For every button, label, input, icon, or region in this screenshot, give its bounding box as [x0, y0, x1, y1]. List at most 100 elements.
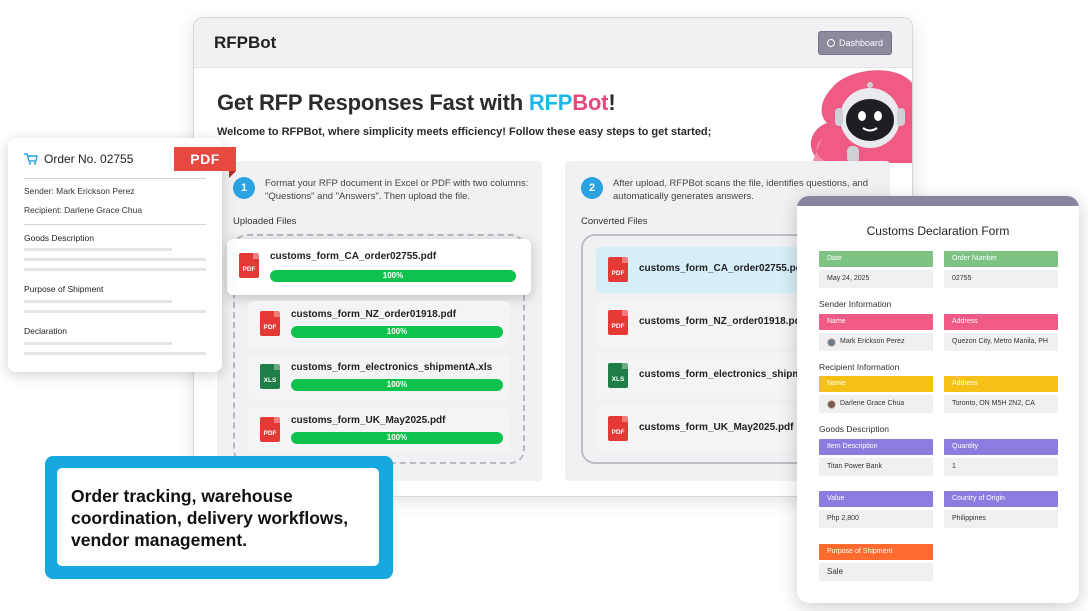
pdf-tag: PDF — [174, 147, 236, 178]
uploaded-files-label: Uploaded Files — [233, 216, 297, 227]
value-value: Php 2,800 — [819, 510, 933, 528]
quantity-value: 1 — [944, 458, 1058, 476]
recipient-name-label: Name — [819, 376, 933, 392]
order-header: Order No. 02755 — [24, 152, 133, 166]
order-card: Order No. 02755 Sender: Mark Erickson Pe… — [8, 138, 222, 372]
customs-form: Customs Declaration Form Date May 24, 20… — [797, 196, 1079, 603]
quantity-label: Quantity — [944, 439, 1058, 455]
recipient-address-label: Address — [944, 376, 1058, 392]
file-name: customs_form_CA_order02755.pdf — [639, 263, 806, 274]
hero: Get RFP Responses Fast with RFPBot! Welc… — [217, 90, 711, 138]
callout-inner: Order tracking, warehouse coordination, … — [57, 468, 379, 566]
file-name: customs_form_NZ_order01918.pdf — [639, 316, 805, 327]
converted-files-label: Converted Files — [581, 216, 648, 227]
callout-text: Order tracking, warehouse coordination, … — [71, 486, 349, 550]
file-name: customs_form_UK_May2025.pdf — [291, 415, 446, 426]
step-text: Format your RFP document in Excel or PDF… — [265, 178, 529, 202]
step-text: After upload, RFPBot scans the file, ide… — [613, 178, 869, 202]
date-label: Date — [819, 251, 933, 267]
uploaded-file-item[interactable]: PDF customs_form_UK_May2025.pdf 100% — [248, 407, 510, 453]
upload-panel: 1 Format your RFP document in Excel or P… — [217, 161, 542, 481]
step-2: 2 After upload, RFPBot scans the file, i… — [581, 177, 883, 203]
recipient-name-field: Darlene Grace Chua — [819, 395, 933, 413]
recipient-name-value: Darlene Grace Chua — [840, 400, 905, 407]
recipient-avatar — [827, 399, 836, 409]
app-title: RFPBot — [214, 32, 277, 52]
placeholder-line — [24, 342, 172, 345]
file-name: customs_form_UK_May2025.pdf — [639, 422, 794, 433]
step-number: 1 — [233, 177, 255, 199]
hero-title-rfp: RFP — [528, 90, 573, 115]
callout-box: Order tracking, warehouse coordination, … — [45, 456, 393, 579]
progress-bar: 100% — [291, 326, 503, 338]
progress-bar: 100% — [291, 379, 503, 391]
uploaded-file-item[interactable]: PDF customs_form_NZ_order01918.pdf 100% — [248, 301, 510, 347]
hero-title-prefix: Get RFP Responses Fast with — [217, 90, 529, 115]
pdf-file-icon: PDF — [608, 416, 628, 441]
hero-title: Get RFP Responses Fast with RFPBot! — [217, 90, 711, 116]
item-description-label: Item Description — [819, 439, 933, 455]
divider — [24, 224, 206, 225]
uploaded-file-item[interactable]: PDF customs_form_CA_order02755.pdf 100% — [227, 239, 531, 295]
file-name: customs_form_CA_order02755.pdf — [270, 251, 437, 262]
xls-file-icon: XLS — [608, 363, 628, 388]
step-1: 1 Format your RFP document in Excel or P… — [233, 177, 535, 203]
customs-form-title: Customs Declaration Form — [866, 224, 1010, 238]
dashboard-icon — [826, 38, 835, 47]
placeholder-line — [24, 300, 172, 303]
sender-section-heading: Sender Information — [819, 299, 892, 309]
dashboard-button[interactable]: Dashboard — [817, 30, 892, 55]
order-sender: Sender: Mark Erickson Perez — [24, 186, 135, 196]
country-of-origin-value: Philippines — [944, 510, 1058, 528]
sender-name-field: Mark Erickson Perez — [819, 333, 933, 351]
recipient-section-heading: Recipient Information — [819, 362, 900, 372]
progress-bar: 100% — [291, 432, 503, 444]
placeholder-line — [24, 248, 172, 251]
sender-name-label: Name — [819, 314, 933, 330]
sender-avatar — [827, 337, 836, 347]
divider — [24, 178, 206, 179]
order-number-value: 02755 — [944, 270, 1058, 288]
country-of-origin-label: Country of Origin — [944, 491, 1058, 507]
pdf-file-icon: PDF — [239, 253, 259, 278]
purpose-of-shipment-label: Purpose of Shipment — [819, 544, 933, 560]
dashboard-button-label: Dashboard — [838, 37, 883, 48]
pdf-file-icon: PDF — [260, 311, 280, 336]
purpose-of-shipment-value: Sale — [819, 563, 933, 581]
step-number: 2 — [581, 177, 603, 199]
xls-file-icon: XLS — [260, 364, 280, 389]
placeholder-line — [24, 310, 206, 313]
hero-title-bot: Bot — [572, 90, 609, 115]
hero-title-suffix: ! — [608, 90, 616, 115]
sender-name-value: Mark Erickson Perez — [840, 338, 905, 345]
order-recipient: Recipient: Darlene Grace Chua — [24, 205, 143, 215]
cart-icon — [24, 153, 38, 165]
customs-form-topbar — [797, 196, 1079, 206]
declaration-heading: Declaration — [24, 326, 67, 336]
sender-address-value: Quezon City, Metro Manila, PH — [944, 333, 1058, 351]
date-value: May 24, 2025 — [819, 270, 933, 288]
order-number-label: Order Number — [944, 251, 1058, 267]
placeholder-line — [24, 268, 206, 271]
pdf-file-icon: PDF — [608, 257, 628, 282]
goods-section-heading: Goods Description — [819, 424, 889, 434]
pdf-file-icon: PDF — [260, 417, 280, 442]
file-name: customs_form_electronics_shipmentA — [639, 369, 824, 380]
placeholder-line — [24, 258, 206, 261]
app-header: RFPBot Dashboard — [194, 18, 912, 68]
recipient-address-value: Toronto, ON M5H 2N2, CA — [944, 395, 1058, 413]
purpose-heading: Purpose of Shipment — [24, 284, 104, 294]
progress-bar: 100% — [270, 270, 516, 282]
item-description-value: Titan Power Bank — [819, 458, 933, 476]
goods-description-heading: Goods Description — [24, 233, 94, 243]
hero-subtitle: Welcome to RFPBot, where simplicity meet… — [217, 126, 712, 138]
placeholder-line — [24, 352, 206, 355]
robot-mascot-icon — [802, 68, 912, 163]
order-title: Order No. 02755 — [44, 152, 134, 166]
value-label: Value — [819, 491, 933, 507]
pdf-file-icon: PDF — [608, 310, 628, 335]
sender-address-label: Address — [944, 314, 1058, 330]
file-name: customs_form_NZ_order01918.pdf — [291, 309, 457, 320]
uploaded-file-item[interactable]: XLS customs_form_electronics_shipmentA.x… — [248, 354, 510, 400]
file-name: customs_form_electronics_shipmentA.xls — [291, 362, 493, 373]
